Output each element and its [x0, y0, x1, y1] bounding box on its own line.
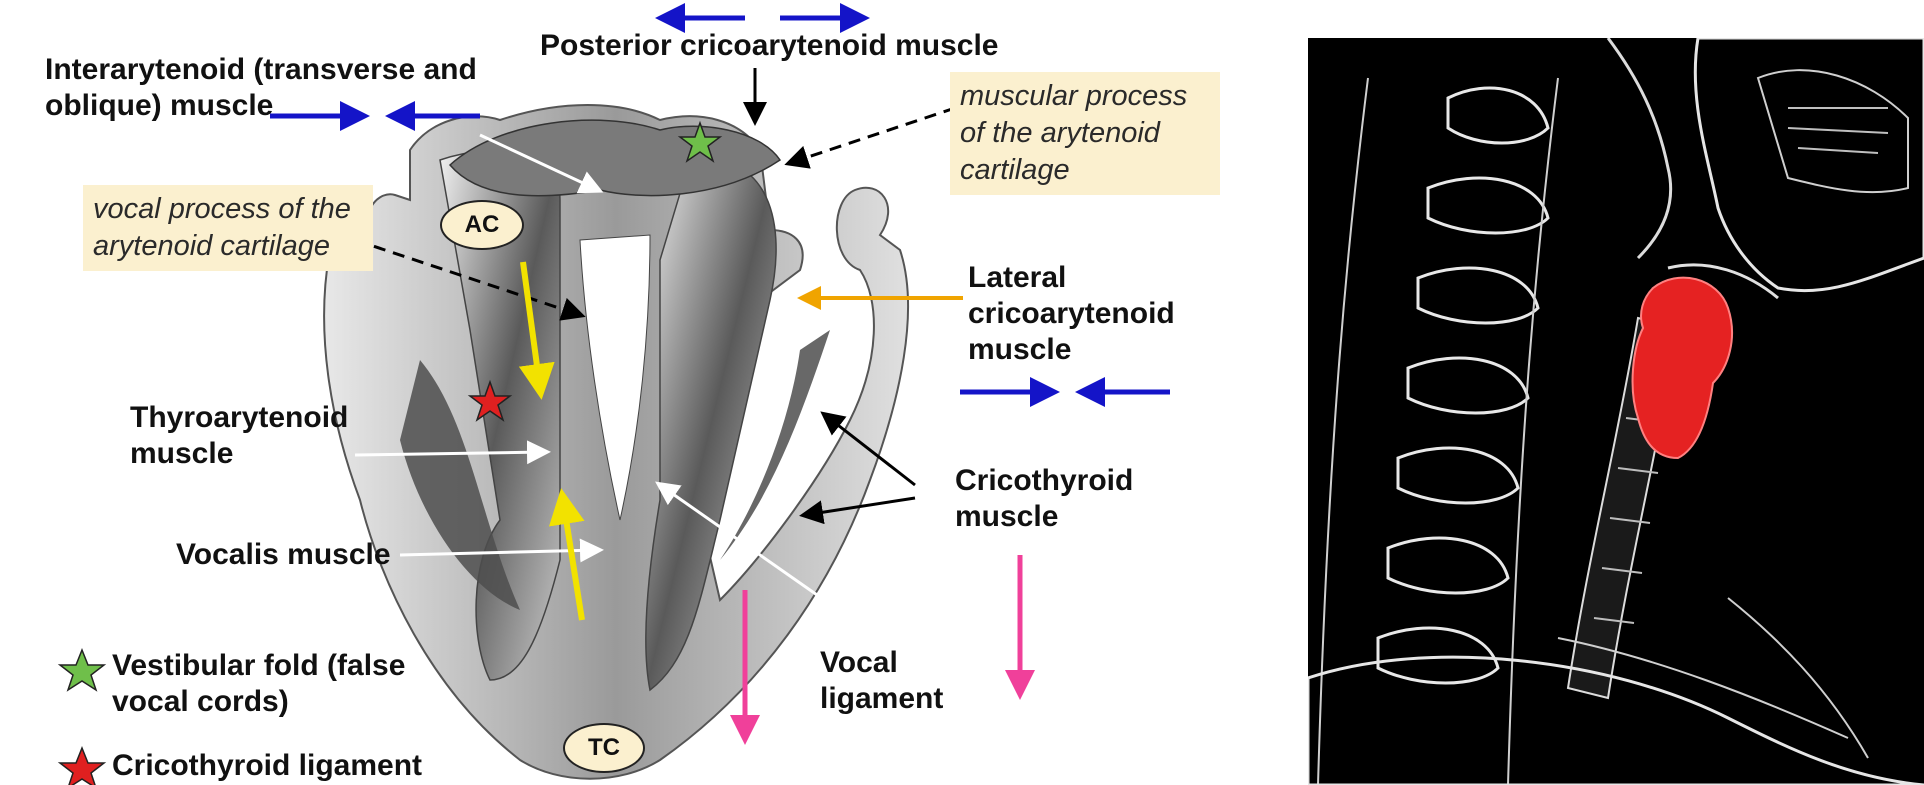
label-cricothyroid: Cricothyroid muscle [955, 463, 1155, 535]
green-star-icon [60, 650, 104, 690]
label-lateral-cricoarytenoid: Lateral cricoarytenoid muscle [968, 260, 1188, 368]
legend-item-vestibular: Vestibular fold (false vocal cords) [112, 648, 412, 720]
note-vocal-process: vocal process of the arytenoid cartilage [83, 185, 373, 271]
note-muscular-process: muscular process of the arytenoid cartil… [950, 72, 1220, 195]
label-thyroarytenoid: Thyroarytenoid muscle [130, 400, 370, 472]
ac-marker: AC [440, 200, 524, 250]
legend-item-cricothyroid-ligament: Cricothyroid ligament [112, 748, 432, 784]
red-star-icon [60, 748, 104, 785]
legend-text: Cricothyroid ligament [112, 748, 422, 784]
xray-neck-illustration [1308, 38, 1924, 785]
label-vocal-ligament: Vocal ligament [820, 645, 960, 717]
label-interarytenoid: Interarytenoid (transverse and oblique) … [45, 52, 495, 124]
legend-text: Vestibular fold (false vocal cords) [112, 648, 412, 720]
tc-marker: TC [563, 723, 645, 773]
label-vocalis: Vocalis muscle [176, 537, 391, 573]
label-posterior-cricoarytenoid: Posterior cricoarytenoid muscle [540, 28, 999, 64]
